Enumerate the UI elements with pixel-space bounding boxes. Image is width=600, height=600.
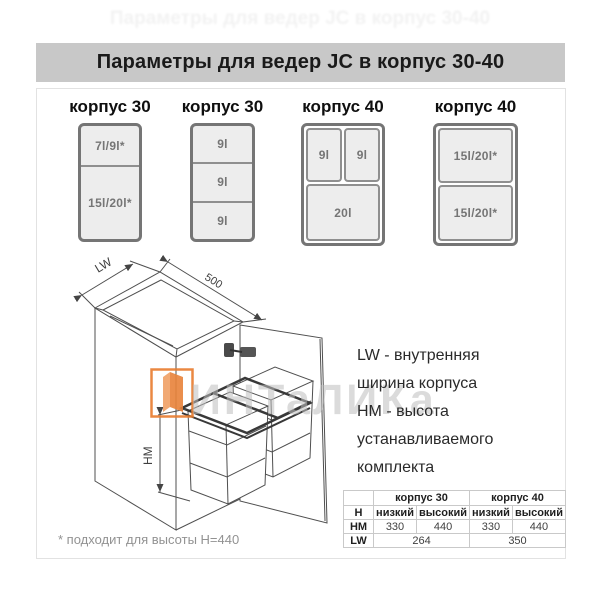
- cabinet-label: корпус 30: [181, 97, 264, 116]
- bin-volume-label: 15l/20l*: [88, 196, 132, 211]
- table-cell: высокий: [511, 505, 566, 520]
- table-group-header: корпус 30: [372, 490, 471, 506]
- table-group-header: корпус 40: [469, 490, 566, 506]
- bin-volume-label: 15l/20l*: [453, 206, 498, 220]
- table-cell: 440: [511, 519, 566, 534]
- table-cell: высокий: [415, 505, 471, 520]
- parameters-table: корпус 30 корпус 40 H низкий высокий низ…: [343, 490, 566, 548]
- bin-cell: 9l: [344, 128, 380, 182]
- bin-volume-label: 15l/20l*: [453, 148, 498, 163]
- table-row: HM 330 440 330 440: [343, 519, 566, 534]
- row-label: H: [343, 505, 374, 520]
- bin-volume-label: 9l: [217, 213, 228, 228]
- page-title: Параметры для ведер JC в корпус 30-40: [96, 51, 505, 73]
- cabinet-box: 9l 9l 9l: [190, 123, 255, 242]
- bin-cell: 20l: [306, 184, 380, 241]
- legend-line: ширина корпуса: [357, 375, 478, 392]
- dim-depth-label: 500: [202, 271, 224, 291]
- cabinet-label: корпус 40: [434, 97, 517, 116]
- bin-cell: 9l: [306, 128, 342, 182]
- legend-line: LW - внутренняя: [357, 347, 480, 364]
- dimension-height: HM: [141, 407, 191, 502]
- brand-watermark-text: ИНТаЛИКа: [190, 376, 437, 424]
- legend-line: комплекта: [357, 459, 435, 476]
- bin-cell: 9l: [193, 126, 252, 162]
- footnote: * подходит для высоты H=440: [58, 532, 240, 547]
- legend-line: HM - высота: [357, 403, 449, 420]
- table-cell: низкий: [469, 505, 513, 520]
- table-cell: низкий: [373, 505, 417, 520]
- bin-cell: 9l: [193, 162, 252, 200]
- cabinet-box: 15l/20l* 15l/20l*: [433, 123, 518, 246]
- table-cell: 350: [469, 533, 566, 548]
- bin-volume-label: 9l: [217, 137, 228, 152]
- waste-bucket-left: [186, 391, 270, 505]
- table-cell: 264: [372, 533, 471, 548]
- bin-cell: 15l/20l*: [438, 128, 513, 183]
- door-hinge: [224, 343, 256, 357]
- table-corner-cell: [343, 490, 374, 506]
- title-bar: Параметры для ведер JC в корпус 30-40: [36, 43, 565, 82]
- cabinet-label: корпус 40: [302, 97, 384, 116]
- bin-volume-label: 9l: [217, 175, 228, 190]
- table-row: корпус 30 корпус 40: [343, 490, 566, 506]
- row-label: LW: [343, 533, 374, 548]
- table-cell: 330: [373, 519, 417, 534]
- cabinet-isometric-drawing: LW 500 HM: [73, 254, 328, 531]
- legend: LW - внутренняя ширина корпуса HM - высо…: [357, 342, 493, 482]
- bin-cell: 7l/9l*: [81, 126, 139, 165]
- bin-volume-label: 20l: [334, 205, 352, 220]
- bin-volume-label: 9l: [318, 148, 330, 162]
- cabinet-box: 7l/9l* 15l/20l*: [78, 123, 142, 242]
- cabinet-schematic-1: корпус 30 7l/9l* 15l/20l*: [69, 97, 151, 242]
- pullout-frame: [178, 376, 314, 440]
- cabinet-schematic-2: корпус 30 9l 9l 9l: [182, 97, 263, 242]
- table-cell: 440: [415, 519, 471, 534]
- cabinet-label: корпус 30: [69, 97, 151, 116]
- bin-volume-label: 7l/9l*: [95, 138, 125, 153]
- bin-cell: 15l/20l*: [81, 165, 139, 239]
- row-label: HM: [343, 519, 374, 534]
- bin-volume-label: 9l: [356, 148, 368, 162]
- table-cell: 330: [469, 519, 513, 534]
- brand-logo-watermark: [150, 368, 194, 418]
- ghost-title: Параметры для ведер JC в корпус 30-40: [109, 8, 491, 29]
- cabinet-schematic-3: корпус 40 9l 9l 20l: [301, 97, 385, 246]
- dim-width-label: LW: [92, 254, 114, 275]
- bin-cell: 15l/20l*: [438, 185, 513, 241]
- table-row: H низкий высокий низкий высокий: [343, 505, 566, 520]
- cabinet-schematic-4: корпус 40 15l/20l* 15l/20l*: [433, 97, 518, 246]
- legend-line: устанавливаемого: [357, 431, 494, 448]
- cabinet-box: 9l 9l 20l: [301, 123, 385, 246]
- table-row: LW 264 350: [343, 533, 566, 548]
- dim-height-label: HM: [141, 446, 155, 465]
- bin-cell: 9l: [193, 200, 252, 239]
